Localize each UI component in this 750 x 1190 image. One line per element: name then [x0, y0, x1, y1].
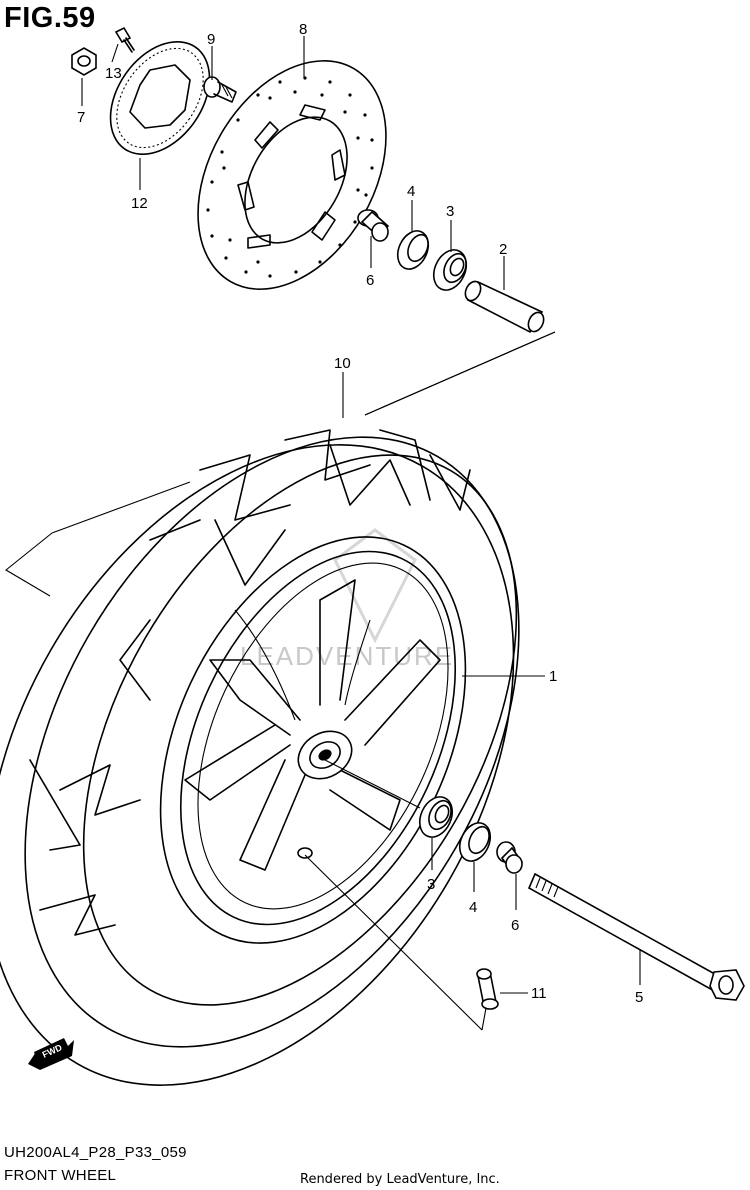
callout-5: 5 [635, 989, 643, 1006]
callout-8: 8 [299, 21, 307, 38]
callout-3-top: 3 [446, 203, 454, 220]
part-3-bearing-top[interactable] [428, 245, 473, 296]
part-4-oil-seal-top[interactable] [392, 226, 434, 274]
callout-6-top: 6 [366, 272, 374, 289]
callout-numbers: 8 9 13 7 12 4 3 2 6 10 1 3 4 6 5 11 [77, 21, 643, 1006]
callout-1: 1 [549, 668, 557, 685]
part-4-oil-seal-bottom[interactable] [454, 818, 496, 866]
callout-3-bottom: 3 [427, 876, 435, 893]
callout-7: 7 [77, 109, 85, 126]
part-5-axle[interactable] [527, 872, 745, 1001]
callout-4-top: 4 [407, 183, 415, 200]
callout-10: 10 [334, 355, 351, 372]
callout-13: 13 [105, 65, 122, 82]
leadventure-watermark: LEADVENTURE [240, 528, 452, 671]
callout-6-bottom: 6 [511, 917, 519, 934]
figure-caption: FRONT WHEEL [4, 1167, 117, 1184]
rendered-by-credit: Rendered by LeadVenture, Inc. [300, 1172, 500, 1187]
callout-11: 11 [531, 985, 547, 1002]
part-6-collar-top[interactable] [357, 209, 390, 242]
callout-4-bottom: 4 [469, 899, 477, 916]
callout-9: 9 [207, 31, 215, 48]
part-13-screw[interactable] [114, 26, 135, 53]
part-11-valve[interactable] [476, 968, 499, 1010]
part-2-spacer[interactable] [462, 279, 546, 334]
fwd-direction-badge: FWD [28, 1038, 74, 1070]
part-7-nut[interactable] [71, 47, 97, 76]
figure-title: FIG.59 [4, 2, 96, 34]
part-1-wheel-rim[interactable] [100, 488, 526, 992]
part-3-bearing-bottom[interactable] [414, 792, 459, 843]
part-10-tire[interactable] [0, 350, 622, 1179]
part-6-collar-bottom[interactable] [496, 841, 524, 874]
part-8-brake-disc[interactable] [159, 27, 424, 322]
part-12-sensor-ring[interactable] [90, 23, 230, 173]
figure-code: UH200AL4_P28_P33_059 [4, 1144, 187, 1161]
part-9-bolt[interactable] [203, 76, 237, 103]
callout-2: 2 [499, 241, 507, 258]
callout-12: 12 [131, 195, 148, 212]
leader-lines [5, 36, 641, 1031]
